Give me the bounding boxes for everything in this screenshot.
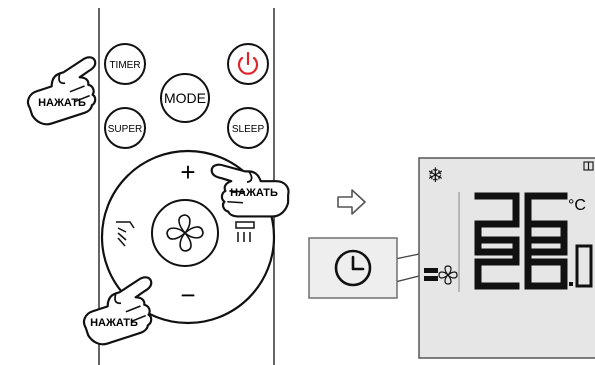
timer-button[interactable]: TIMER	[104, 43, 146, 85]
power-button[interactable]	[227, 43, 269, 85]
press-label-timer: НАЖАТЬ	[38, 97, 86, 109]
mode-button[interactable]: MODE	[160, 73, 210, 123]
press-hand-timer: НАЖАТЬ	[18, 54, 111, 130]
remote-control: TIMER MODE SUPER SLEEP + −	[18, 8, 290, 365]
sleep-label: SLEEP	[232, 124, 265, 135]
swing-right-icon[interactable]	[235, 221, 255, 242]
clock-icon	[334, 249, 372, 287]
press-hand-plus: НАЖАТЬ	[210, 163, 290, 218]
fan-icon	[438, 265, 458, 285]
temperature-unit: °C	[568, 197, 586, 214]
press-hand-minus: НАЖАТЬ	[74, 274, 167, 350]
second-value-digits	[474, 236, 568, 290]
lcd-display: ❄ °C	[418, 157, 595, 359]
mode-label: MODE	[164, 90, 206, 106]
arrow-right-icon	[337, 189, 366, 215]
temp-up-button[interactable]: +	[180, 157, 195, 187]
temp-down-button[interactable]: −	[180, 280, 195, 310]
swing-left-icon[interactable]	[116, 221, 135, 247]
timer-label: TIMER	[109, 60, 140, 71]
sleep-button[interactable]: SLEEP	[227, 107, 269, 149]
super-button[interactable]: SUPER	[104, 107, 146, 149]
power-icon	[237, 51, 259, 75]
timer-indicator-icon	[583, 161, 594, 171]
fan-speed-indicator	[424, 268, 438, 281]
temperature-digits	[474, 192, 568, 256]
press-label-minus: НАЖАТЬ	[90, 317, 138, 329]
fan-button[interactable]	[151, 199, 219, 267]
fan-icon	[166, 214, 204, 252]
super-label: SUPER	[108, 124, 142, 135]
press-label-plus: НАЖАТЬ	[230, 187, 278, 199]
snowflake-icon: ❄	[427, 163, 444, 187]
